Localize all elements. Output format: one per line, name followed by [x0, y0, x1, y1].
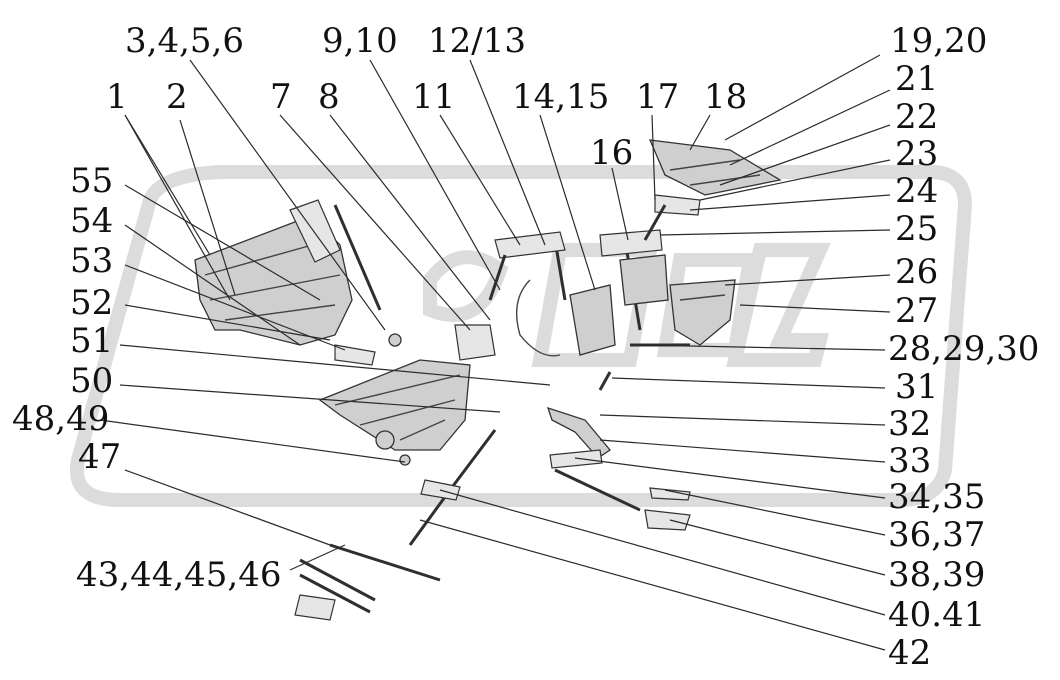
label-52: 52 — [70, 283, 113, 323]
label-47: 47 — [78, 437, 121, 477]
label-43-44-45-46: 43,44,45,46 — [76, 555, 281, 595]
label-53: 53 — [70, 241, 113, 281]
label-14-15: 14,15 — [512, 77, 609, 117]
label-26: 26 — [895, 252, 938, 292]
label-11: 11 — [412, 77, 455, 117]
label-25: 25 — [895, 209, 938, 249]
label-33: 33 — [888, 441, 931, 481]
label-36-37: 36,37 — [888, 515, 985, 555]
label-55: 55 — [70, 161, 113, 201]
label-23: 23 — [895, 134, 938, 174]
label-24: 24 — [895, 171, 938, 211]
label-7: 7 — [270, 77, 292, 117]
label-54: 54 — [70, 201, 113, 241]
label-17: 17 — [636, 77, 679, 117]
label-38-39: 38,39 — [888, 555, 985, 595]
label-22: 22 — [895, 97, 938, 137]
label-19-20: 19,20 — [890, 21, 987, 61]
label-28-29-30: 28,29,30 — [888, 329, 1039, 369]
steering-column-part — [569, 284, 616, 356]
label-12-13: 12/13 — [428, 21, 526, 61]
label-31: 31 — [895, 367, 938, 407]
label-18: 18 — [704, 77, 747, 117]
leader-lines — [99, 54, 891, 651]
label-2: 2 — [166, 77, 188, 117]
label-42: 42 — [888, 633, 931, 673]
label-40-41: 40.41 — [888, 595, 985, 635]
label-51: 51 — [70, 321, 113, 361]
label-8: 8 — [318, 77, 340, 117]
label-32: 32 — [888, 404, 931, 444]
label-34-35: 34,35 — [888, 477, 985, 517]
label-9-10: 9,10 — [322, 21, 398, 61]
label-48-49: 48,49 — [12, 399, 109, 439]
label-16: 16 — [590, 133, 633, 173]
label-27: 27 — [895, 291, 938, 331]
label-1: 1 — [106, 77, 128, 117]
label-3-4-5-6: 3,4,5,6 — [125, 21, 244, 61]
label-21: 21 — [895, 59, 938, 99]
callout-labels: 1 2 3,4,5,6 7 8 9,10 11 12/13 14,15 16 1… — [12, 21, 1039, 673]
parts-drawing — [194, 139, 782, 621]
steering-wheel-part — [648, 139, 782, 196]
label-50: 50 — [70, 361, 113, 401]
